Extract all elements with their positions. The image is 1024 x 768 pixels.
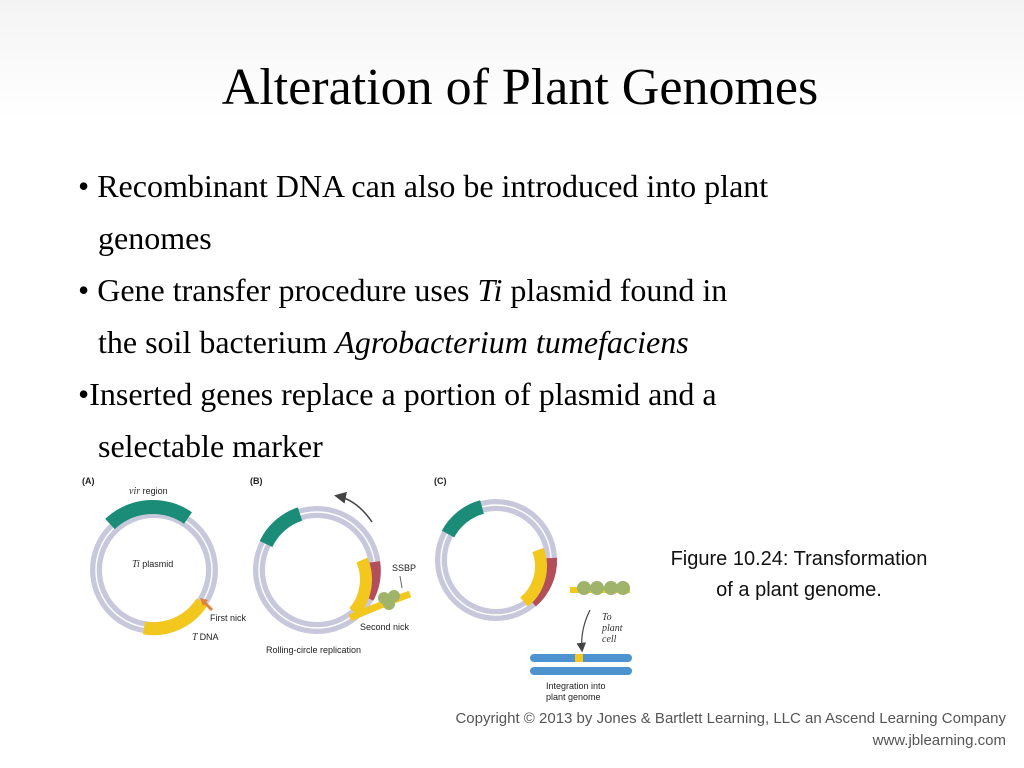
bullet-list: • Recombinant DNA can also be introduced… (78, 160, 978, 472)
bullet-marker: • (78, 376, 90, 412)
ti-plasmid-label: Ti plasmid (132, 559, 173, 570)
t-dna-arc (519, 547, 547, 607)
panel-b: (B) SSBP Second nick Rolling-circle repl… (250, 476, 416, 655)
t-dna-arc (349, 557, 372, 616)
figure-caption: Figure 10.24: Transformation of a plant … (640, 544, 958, 606)
bullet-italic-agrobacterium: Agrobacterium tumefaciens (335, 324, 689, 360)
bullet-item-gene-transfer: • Gene transfer procedure uses Ti plasmi… (78, 264, 978, 368)
ssbp-protein (577, 581, 591, 595)
bullet-item-inserted-genes: •Inserted genes replace a portion of pla… (78, 368, 978, 472)
vir-region-label: vir region (129, 486, 168, 497)
integration-label: Integration into (546, 681, 606, 691)
panel-a-tag: (A) (82, 476, 95, 486)
caption-line: of a plant genome. (716, 579, 882, 601)
ssbp-protein (616, 581, 630, 595)
rolling-circle-label: Rolling-circle replication (266, 645, 361, 655)
publisher-url: www.jblearning.com (872, 732, 1006, 749)
bullet-text: the soil bacterium (98, 324, 336, 360)
rotation-arrow-icon (334, 491, 373, 523)
second-nick-label: Second nick (360, 622, 410, 632)
bullet-italic-ti: Ti (477, 272, 503, 308)
bullet-text: Gene transfer procedure uses (97, 272, 478, 308)
bullet-text-post: plasmid found in (502, 272, 728, 308)
bullet-text: Inserted genes replace a portion of plas… (89, 376, 717, 412)
t-dna-arc (142, 598, 208, 636)
integration-label: plant genome (546, 692, 601, 702)
to-plant-cell-arrow-icon (576, 609, 591, 653)
bullet-item-recombinant: • Recombinant DNA can also be introduced… (78, 160, 978, 264)
panel-b-tag: (B) (250, 476, 263, 486)
bullet-marker: • (78, 272, 98, 308)
vir-region-arc (441, 500, 485, 538)
ssbp-label: SSBP (392, 563, 416, 573)
vir-region-arc (259, 507, 303, 548)
integrated-t-dna (575, 654, 583, 662)
bullet-text: Recombinant DNA can also be introduced i… (97, 168, 769, 204)
copyright-line: Copyright © 2013 by Jones & Bartlett Lea… (455, 710, 1006, 727)
vir-region-arc (105, 499, 192, 530)
to-plant-cell-label: plant (601, 623, 623, 634)
to-plant-cell-label: To (602, 612, 612, 623)
plant-chromosome-strand (530, 667, 632, 675)
bullet-marker: • (78, 168, 98, 204)
ssbp-protein (590, 581, 604, 595)
caption-line: Figure 10.24: Transformation (670, 548, 928, 570)
bullet-text-continued: genomes (98, 220, 212, 256)
first-nick-arrowhead-icon (200, 598, 208, 606)
panel-c-tag: (C) (434, 476, 447, 486)
to-plant-cell-label: cell (602, 634, 617, 645)
ssbp-protein (383, 598, 395, 610)
first-nick-label: First nick (210, 613, 247, 623)
slide-title: Alteration of Plant Genomes (221, 59, 819, 116)
ssbp-pointer (399, 575, 403, 589)
displaced-t-strand (348, 590, 412, 622)
panel-c: (C) To plant cell Integration into plant… (434, 476, 632, 702)
bullet-text-continued: the soil bacterium Agrobacterium tumefac… (78, 316, 978, 368)
ssbp-protein (604, 581, 618, 595)
copyright-notice: Copyright © 2013 by Jones & Bartlett Lea… (455, 708, 1006, 752)
bullet-text-continued: selectable marker (98, 428, 323, 464)
